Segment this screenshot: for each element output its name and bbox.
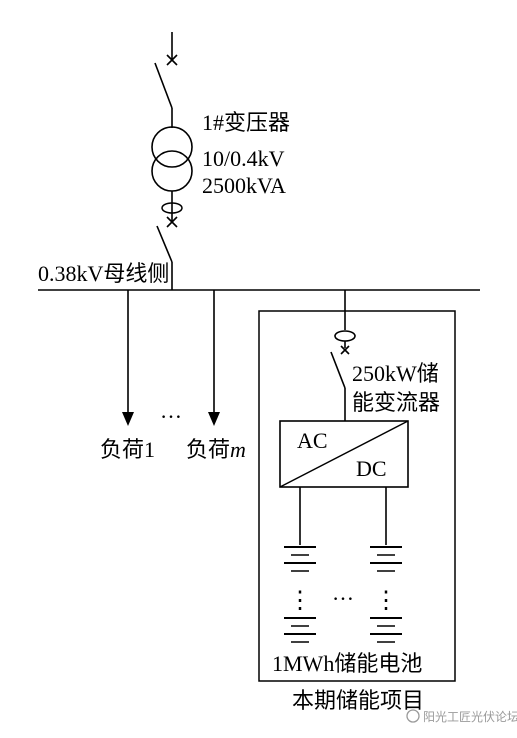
battery-right-vdots: ⋮ bbox=[374, 588, 398, 614]
watermark-logo-icon bbox=[406, 709, 420, 723]
transformer-capacity: 2500kVA bbox=[202, 173, 286, 198]
pcs-box bbox=[279, 420, 409, 488]
load-1-label: 负荷1 bbox=[100, 437, 155, 462]
pcs-ac-label: AC bbox=[297, 428, 328, 453]
load-m-feeder bbox=[208, 290, 220, 426]
transformer-voltage: 10/0.4kV bbox=[202, 146, 285, 171]
incoming-feeder bbox=[166, 32, 178, 66]
load-m-label: 负荷m bbox=[186, 437, 246, 462]
battery-hdots: … bbox=[332, 580, 354, 605]
pcs-label-line2: 能变流器 bbox=[352, 390, 440, 415]
load-1-feeder bbox=[122, 290, 134, 426]
storage-project-frame bbox=[258, 310, 456, 682]
project-label: 本期储能项目 bbox=[292, 688, 424, 713]
lv-switch bbox=[156, 216, 178, 290]
transformer-name: 1#变压器 bbox=[202, 110, 290, 135]
battery-left-vdots: ⋮ bbox=[288, 588, 312, 614]
transformer-symbol bbox=[151, 126, 193, 222]
loads-ellipsis: … bbox=[160, 398, 182, 423]
pcs-label-line1: 250kW储 bbox=[352, 361, 439, 386]
current-transformer bbox=[161, 202, 183, 214]
hv-switch bbox=[154, 62, 173, 128]
battery-string-left bbox=[284, 546, 316, 643]
battery-string-right bbox=[370, 546, 402, 643]
bus-label: 0.38kV母线侧 bbox=[38, 261, 169, 286]
pcs-dc-label: DC bbox=[356, 456, 387, 481]
watermark-text: 阳光工匠光伏论坛 bbox=[423, 710, 517, 724]
dc-leads bbox=[299, 487, 387, 545]
watermark: 阳光工匠光伏论坛 bbox=[406, 709, 517, 724]
storage-feeder bbox=[330, 290, 356, 421]
battery-label: 1MWh储能电池 bbox=[272, 651, 422, 676]
